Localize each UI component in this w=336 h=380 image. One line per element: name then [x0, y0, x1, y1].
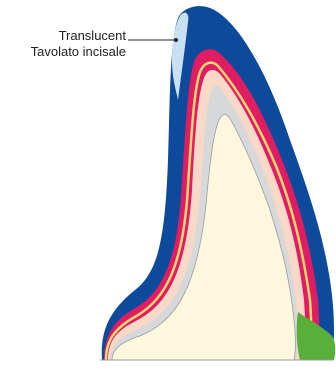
annotation-leader-dot — [174, 38, 178, 42]
annotation-label-line1: Translucent — [59, 28, 126, 43]
annotation-label-line2: Tavolato incisale — [31, 44, 126, 59]
